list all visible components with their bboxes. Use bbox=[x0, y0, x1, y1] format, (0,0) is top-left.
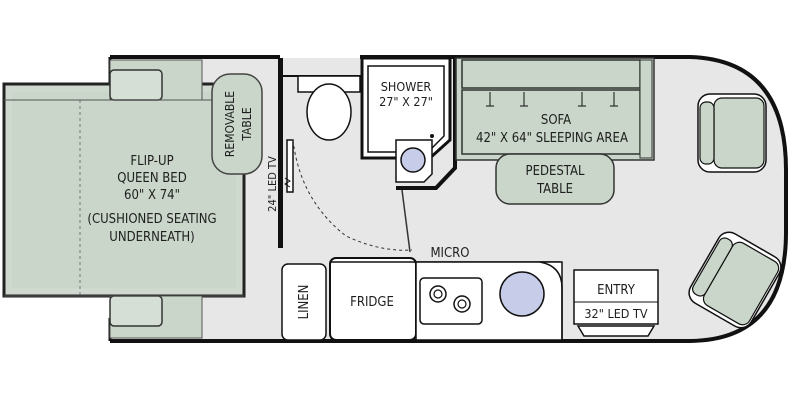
cab-seat-driver bbox=[688, 231, 782, 329]
sofa-seatbelt-4 bbox=[610, 92, 618, 107]
pedestal-table bbox=[495, 153, 615, 205]
tv-rear bbox=[286, 139, 294, 193]
shower-label-2: 27" X 27" bbox=[379, 94, 433, 109]
bed-label-2: QUEEN BED bbox=[117, 171, 186, 186]
cab-seat-passenger bbox=[697, 93, 767, 173]
kitchen-sink bbox=[499, 271, 545, 317]
shower-inner bbox=[367, 65, 445, 153]
counter-curve bbox=[539, 261, 563, 340]
bath-door-swing bbox=[292, 139, 413, 251]
sofa-seatbelt-2 bbox=[520, 92, 528, 107]
bed-label-1: FLIP-UP bbox=[130, 154, 173, 169]
sofa-arm-right bbox=[639, 59, 653, 159]
shower-drain bbox=[430, 134, 434, 138]
bed-head-cushion-top bbox=[109, 69, 163, 101]
pedestal-label-2: TABLE bbox=[536, 182, 573, 197]
outer-wall-top bbox=[110, 55, 788, 171]
bath-sink bbox=[400, 147, 426, 173]
toilet-bowl bbox=[306, 83, 352, 141]
sofa-back bbox=[461, 59, 641, 89]
entry-tv-label: 32" LED TV bbox=[584, 306, 648, 321]
tv-rear-label: 24" LED TV bbox=[266, 156, 279, 212]
sofa-seat bbox=[461, 89, 641, 155]
sofa-seatbelt-1 bbox=[486, 92, 494, 107]
sofa-seatbelt-3 bbox=[578, 92, 586, 107]
bath-door bbox=[401, 189, 411, 253]
cooktop bbox=[419, 277, 483, 325]
sofa-label-2: 42" X 64" SLEEPING AREA bbox=[476, 131, 628, 146]
outer-wall-front bbox=[110, 170, 788, 343]
bath-wall-left bbox=[278, 58, 283, 248]
bed-cushion bbox=[12, 92, 236, 288]
tv-rear-bracket bbox=[284, 177, 291, 188]
entry-tv bbox=[576, 325, 656, 337]
fridge-label: FRIDGE bbox=[350, 295, 394, 310]
sofa-label-1: SOFA bbox=[541, 113, 571, 128]
bed-label-3: 60" X 74" bbox=[124, 188, 180, 203]
linen-cabinet bbox=[281, 263, 327, 341]
entry-label: ENTRY bbox=[597, 283, 636, 298]
bath-wall-front bbox=[396, 58, 457, 190]
bed-head-cushion-bottom bbox=[109, 295, 163, 327]
bed-label-5: UNDERNEATH) bbox=[109, 230, 194, 245]
pedestal-label-1: PEDESTAL bbox=[526, 164, 585, 179]
burner-left-inner bbox=[433, 289, 443, 299]
burner-right-inner bbox=[457, 299, 467, 309]
bed-label-4: (CUSHIONED SEATING bbox=[87, 212, 216, 227]
shower-label-1: SHOWER bbox=[381, 79, 432, 94]
removable-table bbox=[211, 73, 263, 175]
removable-table-label-1: REMOVABLE bbox=[223, 91, 237, 157]
linen-label: LINEN bbox=[297, 285, 312, 320]
entry-cabinet bbox=[573, 269, 659, 325]
removable-table-label-2: TABLE bbox=[240, 107, 254, 141]
micro-label: MICRO bbox=[430, 246, 469, 261]
